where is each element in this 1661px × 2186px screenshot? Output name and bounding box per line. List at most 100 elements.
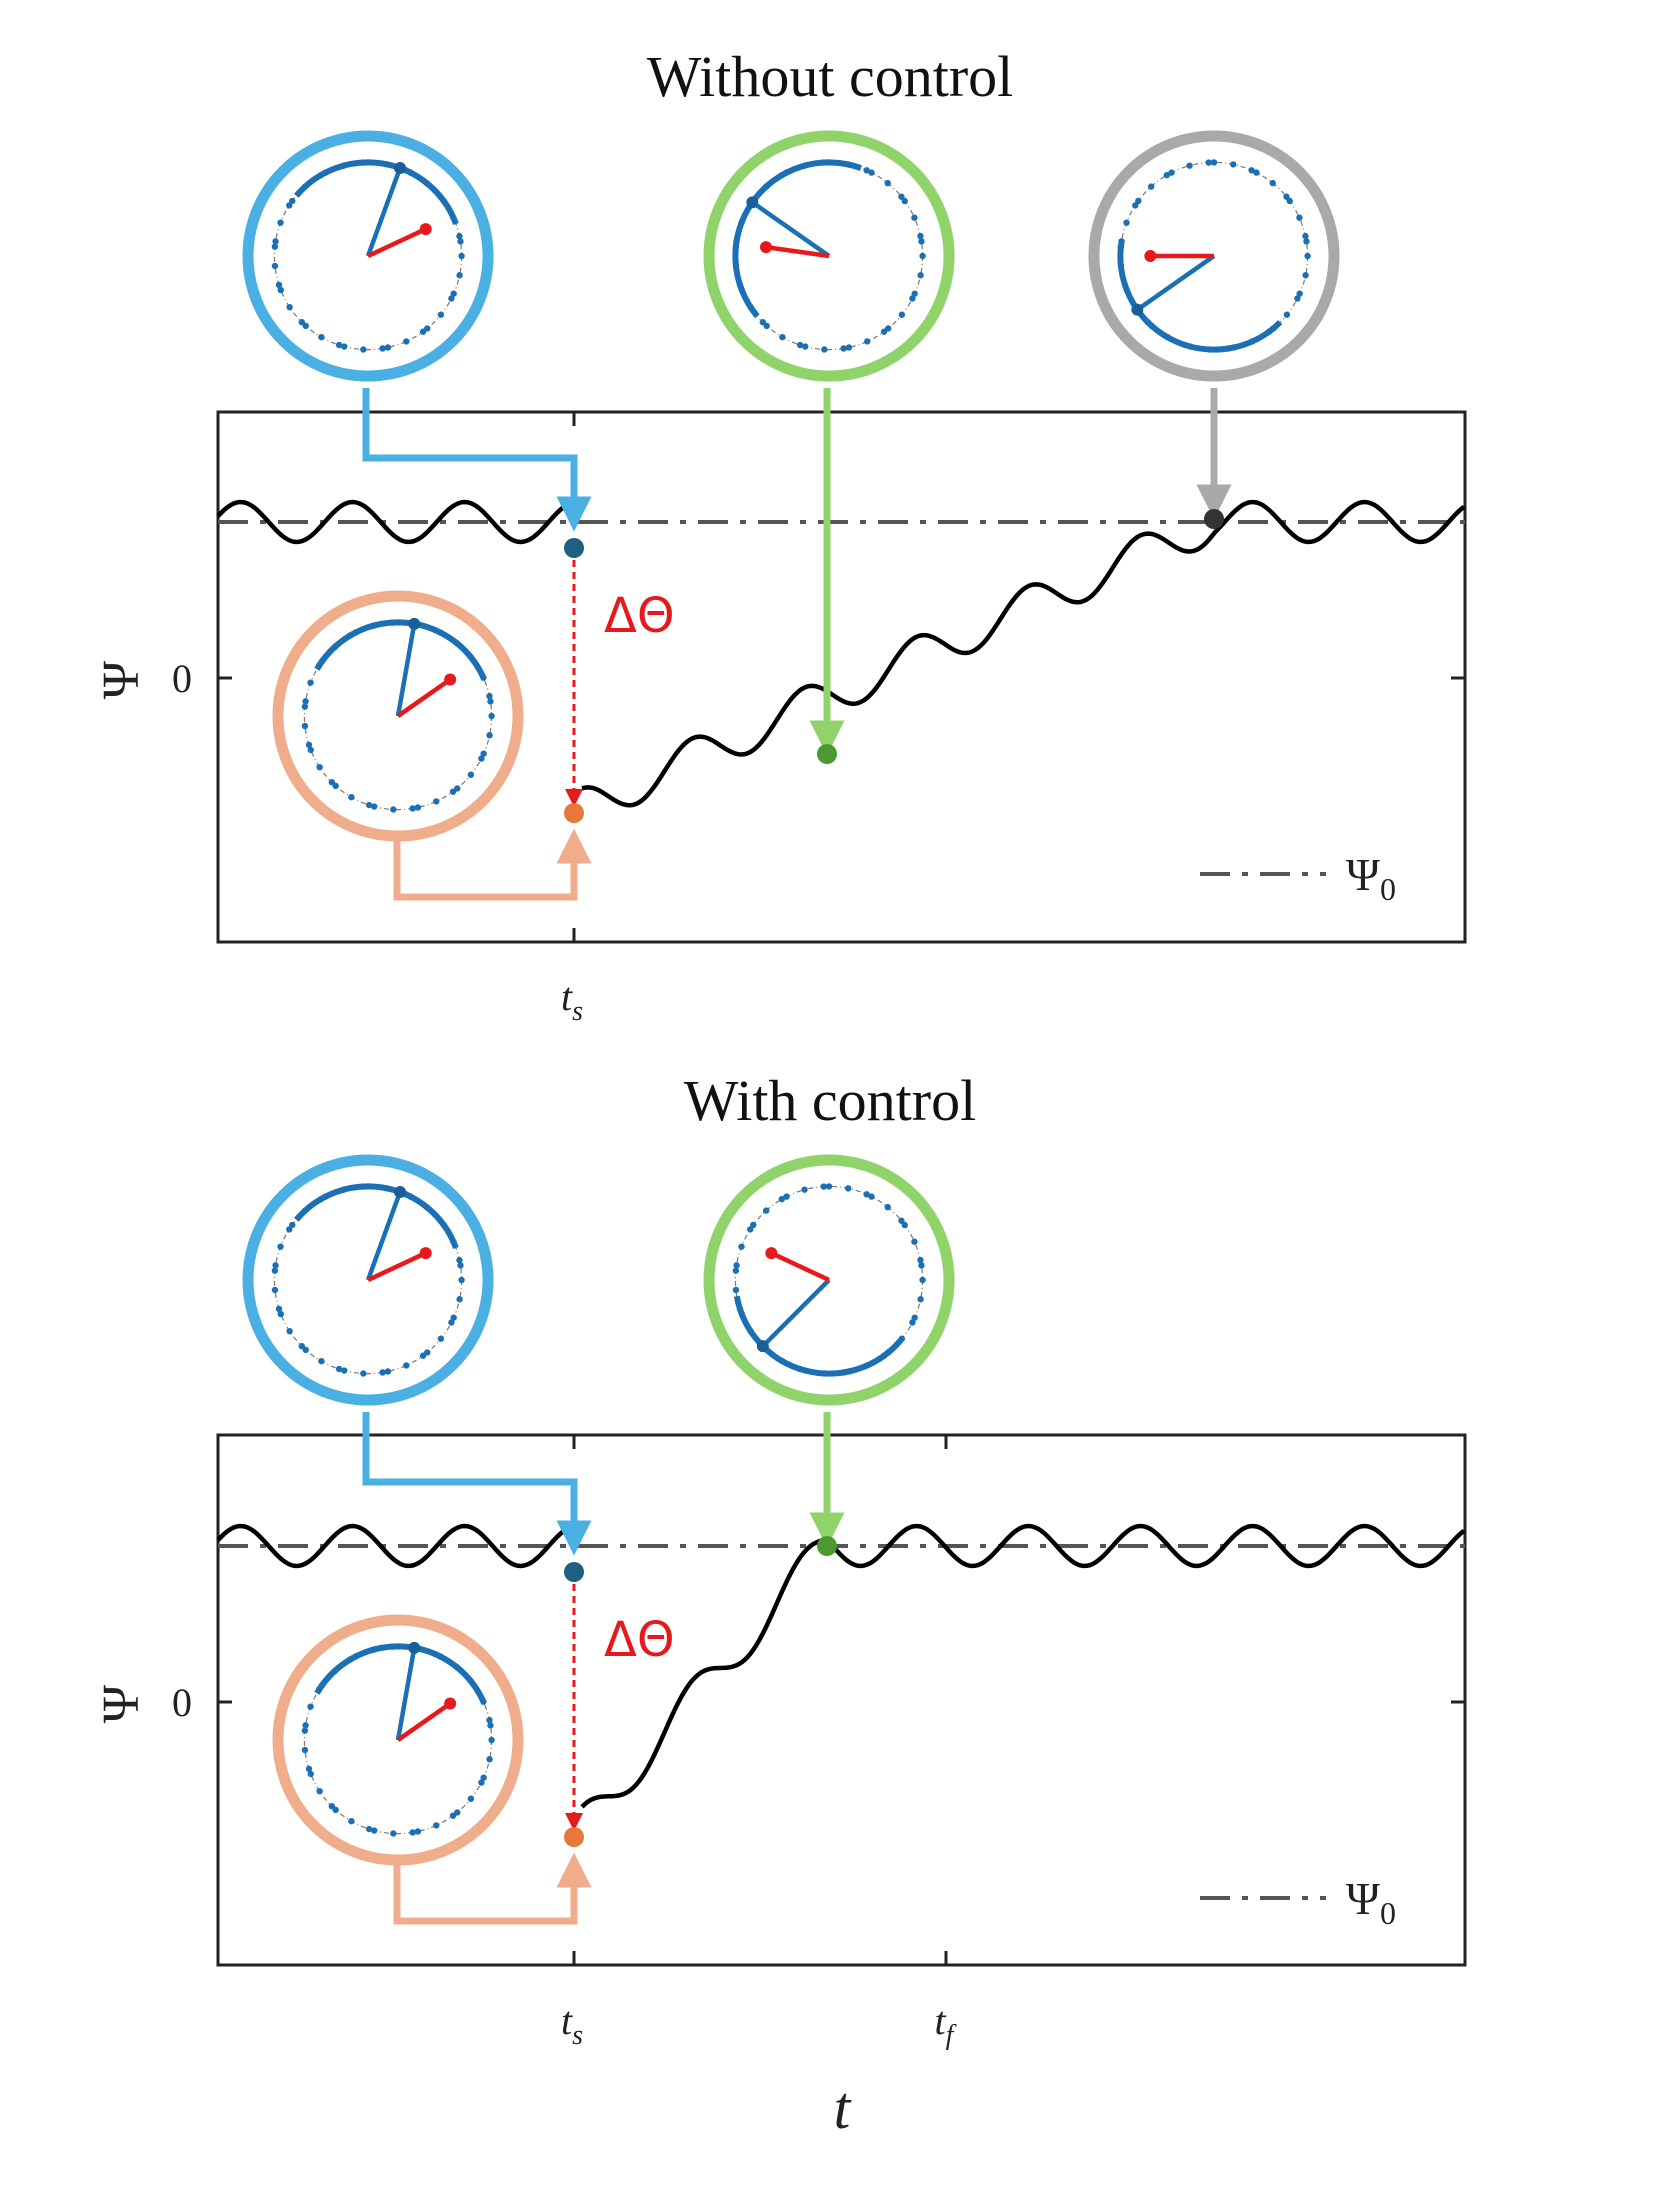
clock-oscillator-dot [1296,214,1303,221]
clock-oscillator-dot [305,1765,313,1773]
marker-before [564,1562,584,1582]
clock-oscillator-dot [1294,295,1301,302]
clock-oscillator-dot [302,698,309,705]
clock-oscillator-dot [821,1370,828,1377]
clock-oscillator-dot [298,318,306,326]
clock-oscillator-dot [370,622,377,629]
x-tick-ts-label: ts [561,1998,583,2051]
clock-phase-icon [242,1154,494,1406]
clock-oscillator-dot [1118,238,1125,245]
clock-mean-phase-hand [751,200,831,258]
clock-oscillator-dot [478,1779,485,1786]
clock-mean-phase-hand [395,1647,417,1741]
clock-oscillator-dot [486,732,493,739]
clock-oscillator-dot [390,806,397,813]
clock-mean-phase-hand [1136,254,1216,312]
clock-oscillator-dot [409,1829,416,1836]
clock-oscillator-dot [272,238,279,245]
clock-ring [242,130,494,382]
clock-oscillator-dot [419,1352,427,1359]
clock-reference-dot [444,1697,457,1710]
clock-oscillator-dot [1296,290,1303,297]
clock-oscillator-dot [352,629,359,636]
clock-oscillator-dot [747,303,754,311]
clock-oscillator-dot [275,281,283,289]
clock-reference-hand [396,1701,452,1742]
clock-oscillator-dot [486,1756,493,1763]
clock-oscillator-dot [423,179,430,187]
clock-oscillator-dot [433,798,440,805]
clock-oscillator-dot [384,1368,392,1375]
clock-oscillator-dot [917,272,924,279]
clock-oscillator-dot [763,1207,770,1214]
clock-oscillator-dot [437,311,445,318]
clock-oscillator-dot [1168,169,1175,176]
clock-oscillator-dot [370,1646,377,1653]
clock-oscillator-dot [317,171,325,179]
clock-oscillator-dot [1230,344,1238,351]
clock-oscillator-dot [732,1286,740,1294]
clock-oscillator-dot [918,1262,925,1269]
clock-oscillator-dot [1302,232,1309,240]
clock-oscillator-dot [1163,171,1171,179]
clock-oscillator-dot [1303,238,1310,245]
clock-oscillator-dot [340,162,347,169]
clock-oscillator-dot [456,272,463,279]
clock-oscillator-dot [1148,183,1155,190]
clock-oscillator-dot [733,1262,740,1269]
legend-label: Ψ0 [1346,1873,1396,1931]
clock-oscillator-dot [1206,346,1213,353]
marker-recovered [1204,509,1224,529]
clock-oscillator-dot [801,1186,808,1193]
clock-reference-dot [1144,250,1157,262]
clock-oscillator-dot [414,1828,422,1835]
clock-oscillator-dot [277,1310,284,1318]
clock-oscillator-dot [909,295,916,302]
clock-oscillator-dot [277,219,284,226]
clock-oscillator-dot [335,341,343,349]
clock-mean-phase-dot [408,1641,421,1654]
clock-oscillator-dot [480,1698,487,1705]
clock-oscillator-dot [419,328,427,335]
clock-oscillator-dot [911,290,918,297]
arrow-before [362,388,592,532]
clock-oscillator-dot [456,232,463,240]
clock-ring [703,130,955,382]
clock-oscillator-dot [470,657,477,665]
clock-oscillator-dot [783,1193,790,1200]
clock-mean-phase-dot [1131,303,1144,316]
clock-oscillator-dot [880,1352,888,1359]
clock-oscillator-dot [487,1722,494,1729]
clock-oscillator-dot [277,286,284,294]
clock-oscillator-dot [450,214,457,221]
clock-oscillator-dot [732,262,740,270]
clock-oscillator-dot [414,804,422,811]
y-tick-zero-label: 0 [172,1680,192,1725]
clock-oscillator-dot [433,1822,440,1829]
clock-mean-phase-dot [394,1186,407,1199]
clock-oscillator-dot [1123,219,1130,226]
clock-oscillator-dot [379,1369,386,1376]
clock-oscillator-dot [317,1195,325,1203]
clock-oscillator-dot [488,1736,495,1744]
clock-oscillator-dot [779,1357,786,1365]
legend-label: Ψ0 [1346,849,1396,907]
clock-oscillator-dot [360,346,367,353]
clock-oscillator-dot [316,763,323,771]
clock-oscillator-dot [301,1746,309,1754]
clock-oscillator-dot [911,214,918,221]
clock-oscillator-dot [802,1367,809,1374]
clock-oscillator-dot [918,238,925,245]
y-axis-label: Ψ [93,1684,150,1723]
clock-oscillator-dot [340,1186,347,1193]
clock-phase-icon [242,130,494,382]
clock-oscillator-dot [1230,161,1237,168]
clock-reference-hand [367,227,427,259]
clock-oscillator-dot [453,1663,460,1671]
clock-oscillator-dot [307,1703,314,1710]
clock-oscillator-dot [1248,167,1255,174]
clock-oscillator-dot [864,1362,871,1369]
clock-oscillator-dot [1186,162,1193,169]
panel-with-control: With control Ψ 0 ts tf t ΔΘ Ψ0 [93,1068,1467,2141]
clock-oscillator-dot [480,750,487,757]
